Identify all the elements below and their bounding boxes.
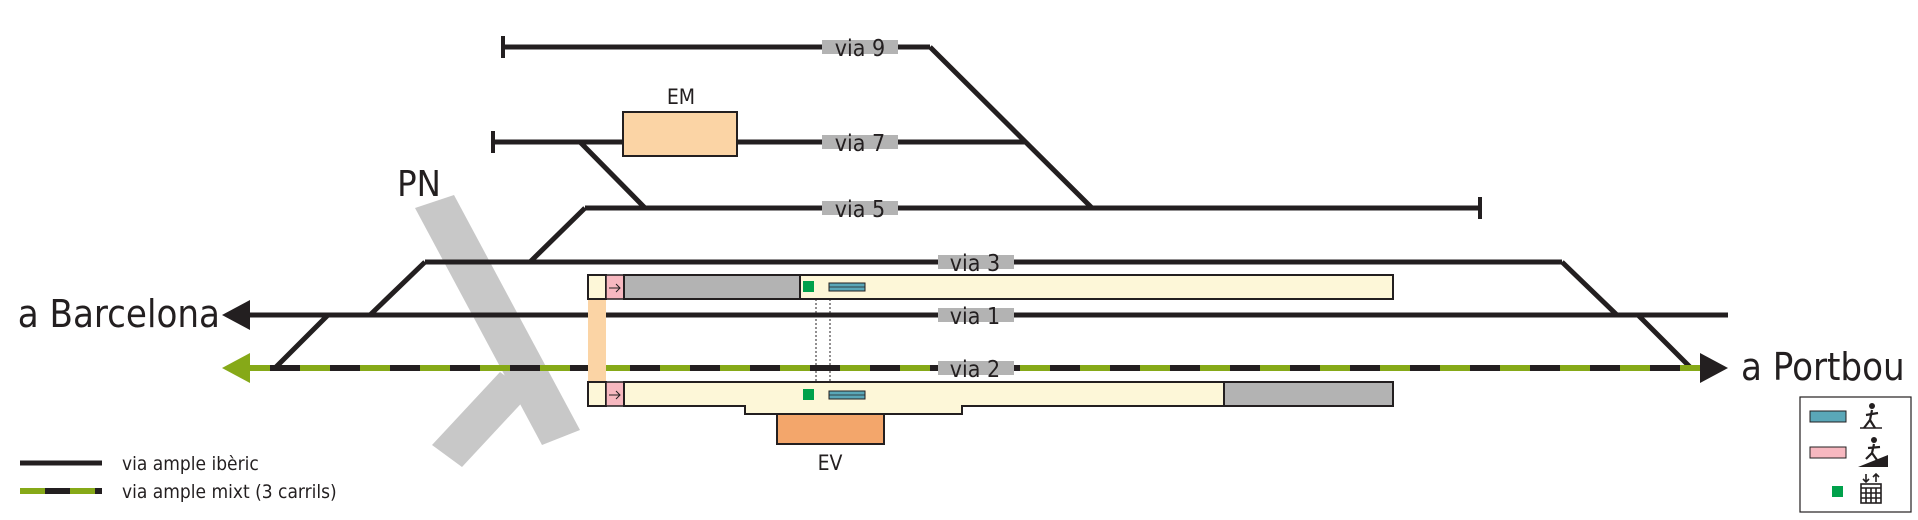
symbol-legend bbox=[1799, 396, 1912, 513]
underpass-icon bbox=[1860, 403, 1882, 429]
iberian-tracks bbox=[250, 36, 1728, 370]
line-legend: via ample ibèric via ample mixt (3 carri… bbox=[20, 453, 337, 503]
building-em bbox=[622, 111, 738, 157]
ticket-machine-upper bbox=[803, 281, 814, 292]
label-ev: EV bbox=[818, 451, 843, 475]
arrow-portbou-icon bbox=[1700, 353, 1728, 383]
label-via5: via 5 bbox=[835, 197, 885, 223]
underpass-connector bbox=[588, 297, 606, 385]
label-via7: via 7 bbox=[835, 131, 885, 157]
level-crossing bbox=[415, 195, 580, 467]
label-pn: PN bbox=[397, 164, 441, 205]
platform-upper bbox=[587, 274, 1394, 300]
label-via3: via 3 bbox=[950, 251, 1000, 277]
destination-portbou: a Portbou bbox=[1741, 345, 1905, 389]
underpass-dashed bbox=[815, 299, 831, 385]
legend-mixed-label: via ample mixt (3 carrils) bbox=[122, 481, 337, 503]
building-ev bbox=[776, 413, 885, 445]
legend-iberian-label: via ample ibèric bbox=[122, 453, 259, 475]
label-via1: via 1 bbox=[950, 304, 1000, 330]
ticket-machine-icon bbox=[1860, 472, 1882, 504]
arrow-barcelona-mixed-icon bbox=[222, 353, 250, 383]
label-via2: via 2 bbox=[950, 357, 1000, 383]
destination-barcelona: a Barcelona bbox=[18, 292, 220, 336]
ramp-icon bbox=[1858, 437, 1888, 467]
platform-lower bbox=[587, 381, 1394, 415]
label-em: EM bbox=[667, 85, 695, 109]
arrow-barcelona-icon bbox=[222, 300, 250, 330]
ticket-machine-lower bbox=[803, 389, 814, 400]
label-via9: via 9 bbox=[835, 36, 885, 62]
